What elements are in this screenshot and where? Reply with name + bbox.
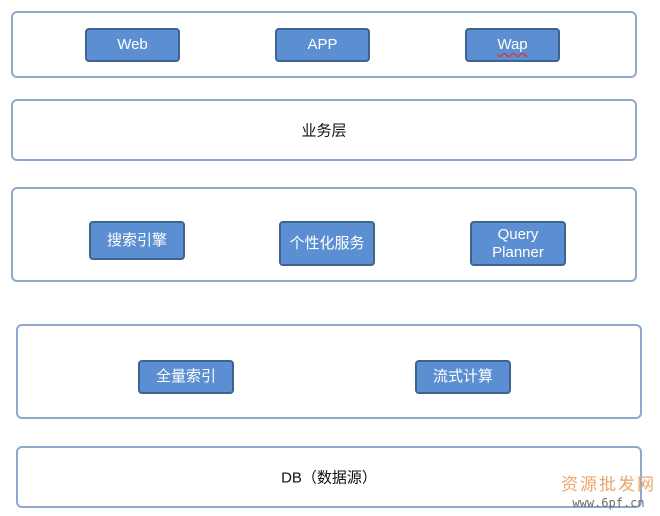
watermark-url: www.6pf.cn	[572, 496, 645, 510]
search-engine-node[interactable]: 搜索引擎	[89, 221, 185, 260]
full-index-node[interactable]: 全量索引	[138, 360, 234, 394]
wap-node[interactable]: Wap	[465, 28, 560, 62]
client-layer: Web APP Wap	[11, 11, 637, 78]
data-layer: DB（数据源）	[16, 446, 642, 508]
watermark: 资源批发网 www.6pf.cn	[561, 470, 656, 510]
wap-node-label: Wap	[497, 36, 528, 53]
data-layer-label: DB（数据源）	[281, 469, 377, 487]
app-node[interactable]: APP	[275, 28, 370, 62]
watermark-title: 资源批发网	[561, 475, 656, 495]
business-layer-label: 业务层	[301, 122, 347, 140]
business-layer: 业务层	[11, 99, 637, 161]
index-layer: 全量索引 流式计算	[16, 324, 642, 419]
service-layer: 搜索引擎 个性化服务 Query Planner	[11, 187, 637, 282]
web-node[interactable]: Web	[85, 28, 180, 62]
query-planner-node[interactable]: Query Planner	[470, 221, 566, 266]
stream-computing-node[interactable]: 流式计算	[415, 360, 511, 394]
personalized-service-node[interactable]: 个性化服务	[279, 221, 375, 266]
